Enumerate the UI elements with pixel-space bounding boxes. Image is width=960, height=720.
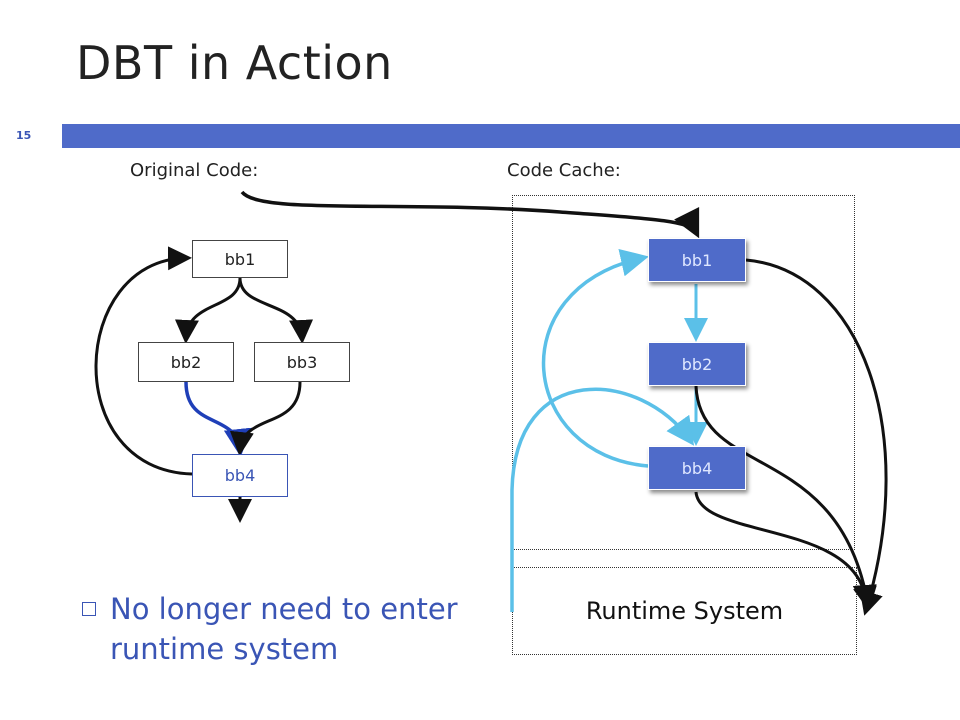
- code-cache-box: [512, 195, 855, 550]
- cache-bb4: bb4: [648, 446, 746, 490]
- cache-bb1-to-runtime: [745, 258, 888, 616]
- edge-original-to-cache: [240, 190, 700, 239]
- cache-bb2: bb2: [648, 342, 746, 386]
- original-bb1: bb1: [192, 240, 288, 278]
- runtime-to-cache-bb4: [510, 387, 695, 612]
- cache-bb4-to-runtime: [694, 491, 877, 609]
- edge-bb4-bb1-loop: [94, 246, 193, 476]
- runtime-system-label: Runtime System: [585, 597, 784, 625]
- original-bb4: bb4: [192, 454, 288, 497]
- edge-bb1-bb2: [174, 277, 242, 344]
- bullet-text: No longer need to enter runtime system: [110, 592, 458, 666]
- bullet-marker-icon: [82, 602, 96, 616]
- edge-bb2-bb4: [184, 381, 252, 457]
- edge-bb3-bb4: [229, 381, 302, 456]
- title-bar: [62, 124, 960, 148]
- original-bb2: bb2: [138, 342, 234, 382]
- original-bb3: bb3: [254, 342, 350, 382]
- edge-bb1-bb3: [238, 277, 314, 344]
- original-code-label: Original Code:: [130, 160, 259, 181]
- slide-number: 15: [16, 129, 32, 142]
- code-cache-label: Code Cache:: [507, 160, 621, 181]
- cache-bb1: bb1: [648, 238, 746, 282]
- slide-title: DBT in Action: [76, 36, 393, 90]
- cache-bb2-to-runtime: [694, 385, 877, 611]
- cache-edge-bb4-bb1-loop: [541, 248, 649, 468]
- slide-number-box: [0, 124, 52, 150]
